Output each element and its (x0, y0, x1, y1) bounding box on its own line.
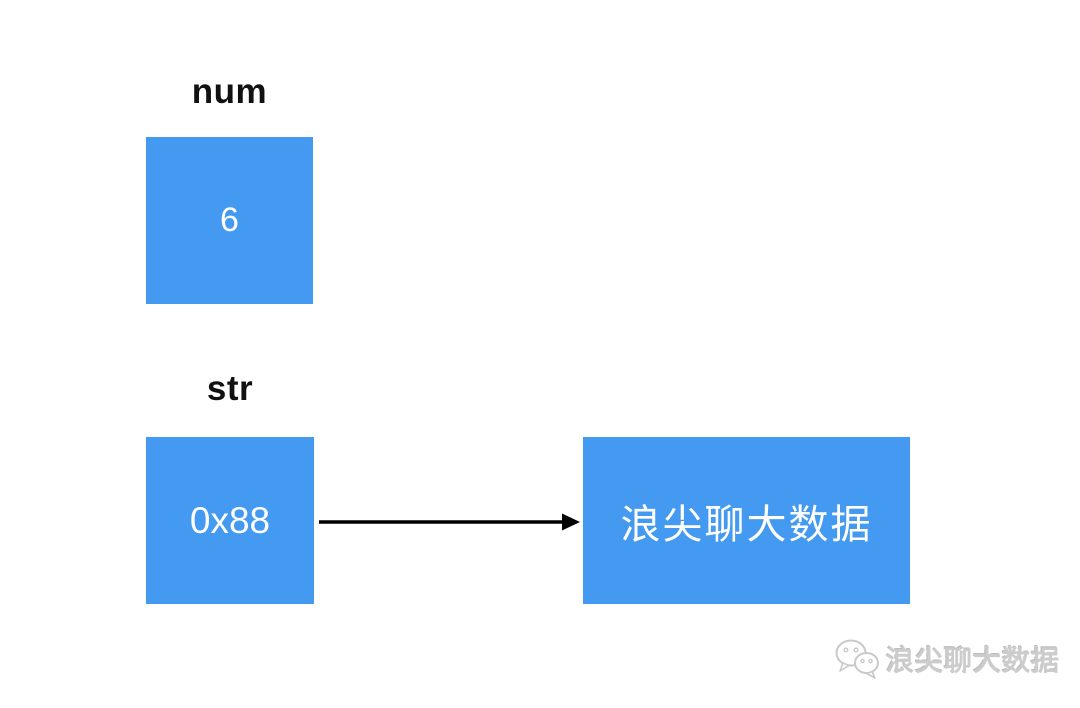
variable-box-str: 0x88 (146, 437, 314, 604)
variable-value-str: 0x88 (189, 499, 271, 541)
watermark: 浪尖聊大数据 (834, 638, 1060, 680)
watermark-text: 浪尖聊大数据 (886, 646, 1061, 677)
pointer-target-label: 浪尖聊大数据 (620, 502, 873, 547)
variable-value-num: 6 (220, 201, 239, 239)
wechat-chat-bubbles-icon (835, 639, 879, 679)
variable-label-str: str (206, 369, 254, 408)
pointer-target-box: 浪尖聊大数据 (583, 437, 910, 604)
variable-box-num: 6 (146, 137, 313, 304)
pointer-arrow-icon (319, 513, 580, 531)
variable-label-num: num (191, 72, 268, 111)
